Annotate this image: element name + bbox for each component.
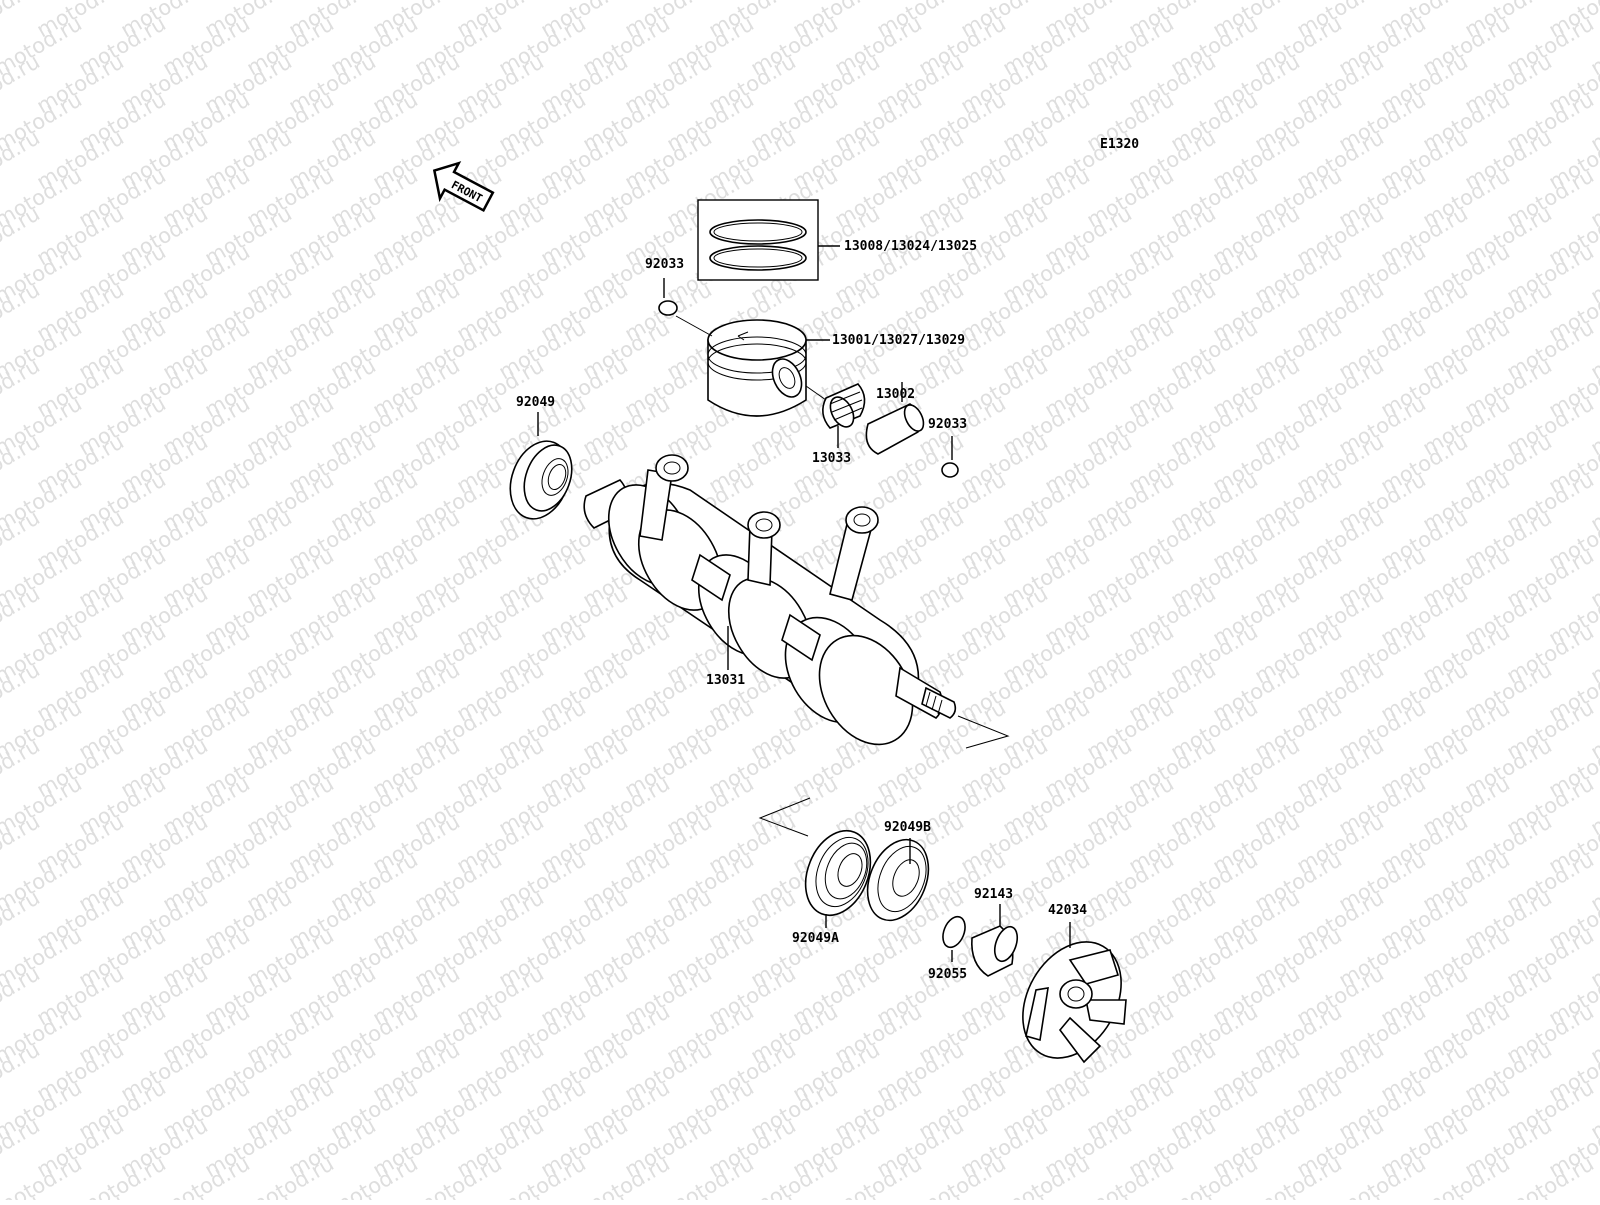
label-collar: 92143 xyxy=(974,887,1013,902)
label-coupling: 42034 xyxy=(1048,903,1087,918)
label-crankshaft: 13031 xyxy=(706,673,745,688)
label-clip-right: 92033 xyxy=(928,417,967,432)
label-seal-a: 92049A xyxy=(792,931,839,946)
label-pin: 13002 xyxy=(876,387,915,402)
diagram-code: E1320 xyxy=(1100,137,1139,152)
label-seal-left: 92049 xyxy=(516,395,555,410)
label-rings: 13008/13024/13025 xyxy=(844,239,977,254)
piston xyxy=(708,320,807,416)
label-clip-top: 92033 xyxy=(645,257,684,272)
label-seal-b: 92049B xyxy=(884,820,931,835)
label-o-ring: 92055 xyxy=(928,967,967,982)
label-piston: 13001/13027/13029 xyxy=(832,333,965,348)
label-bearing: 13033 xyxy=(812,451,851,466)
